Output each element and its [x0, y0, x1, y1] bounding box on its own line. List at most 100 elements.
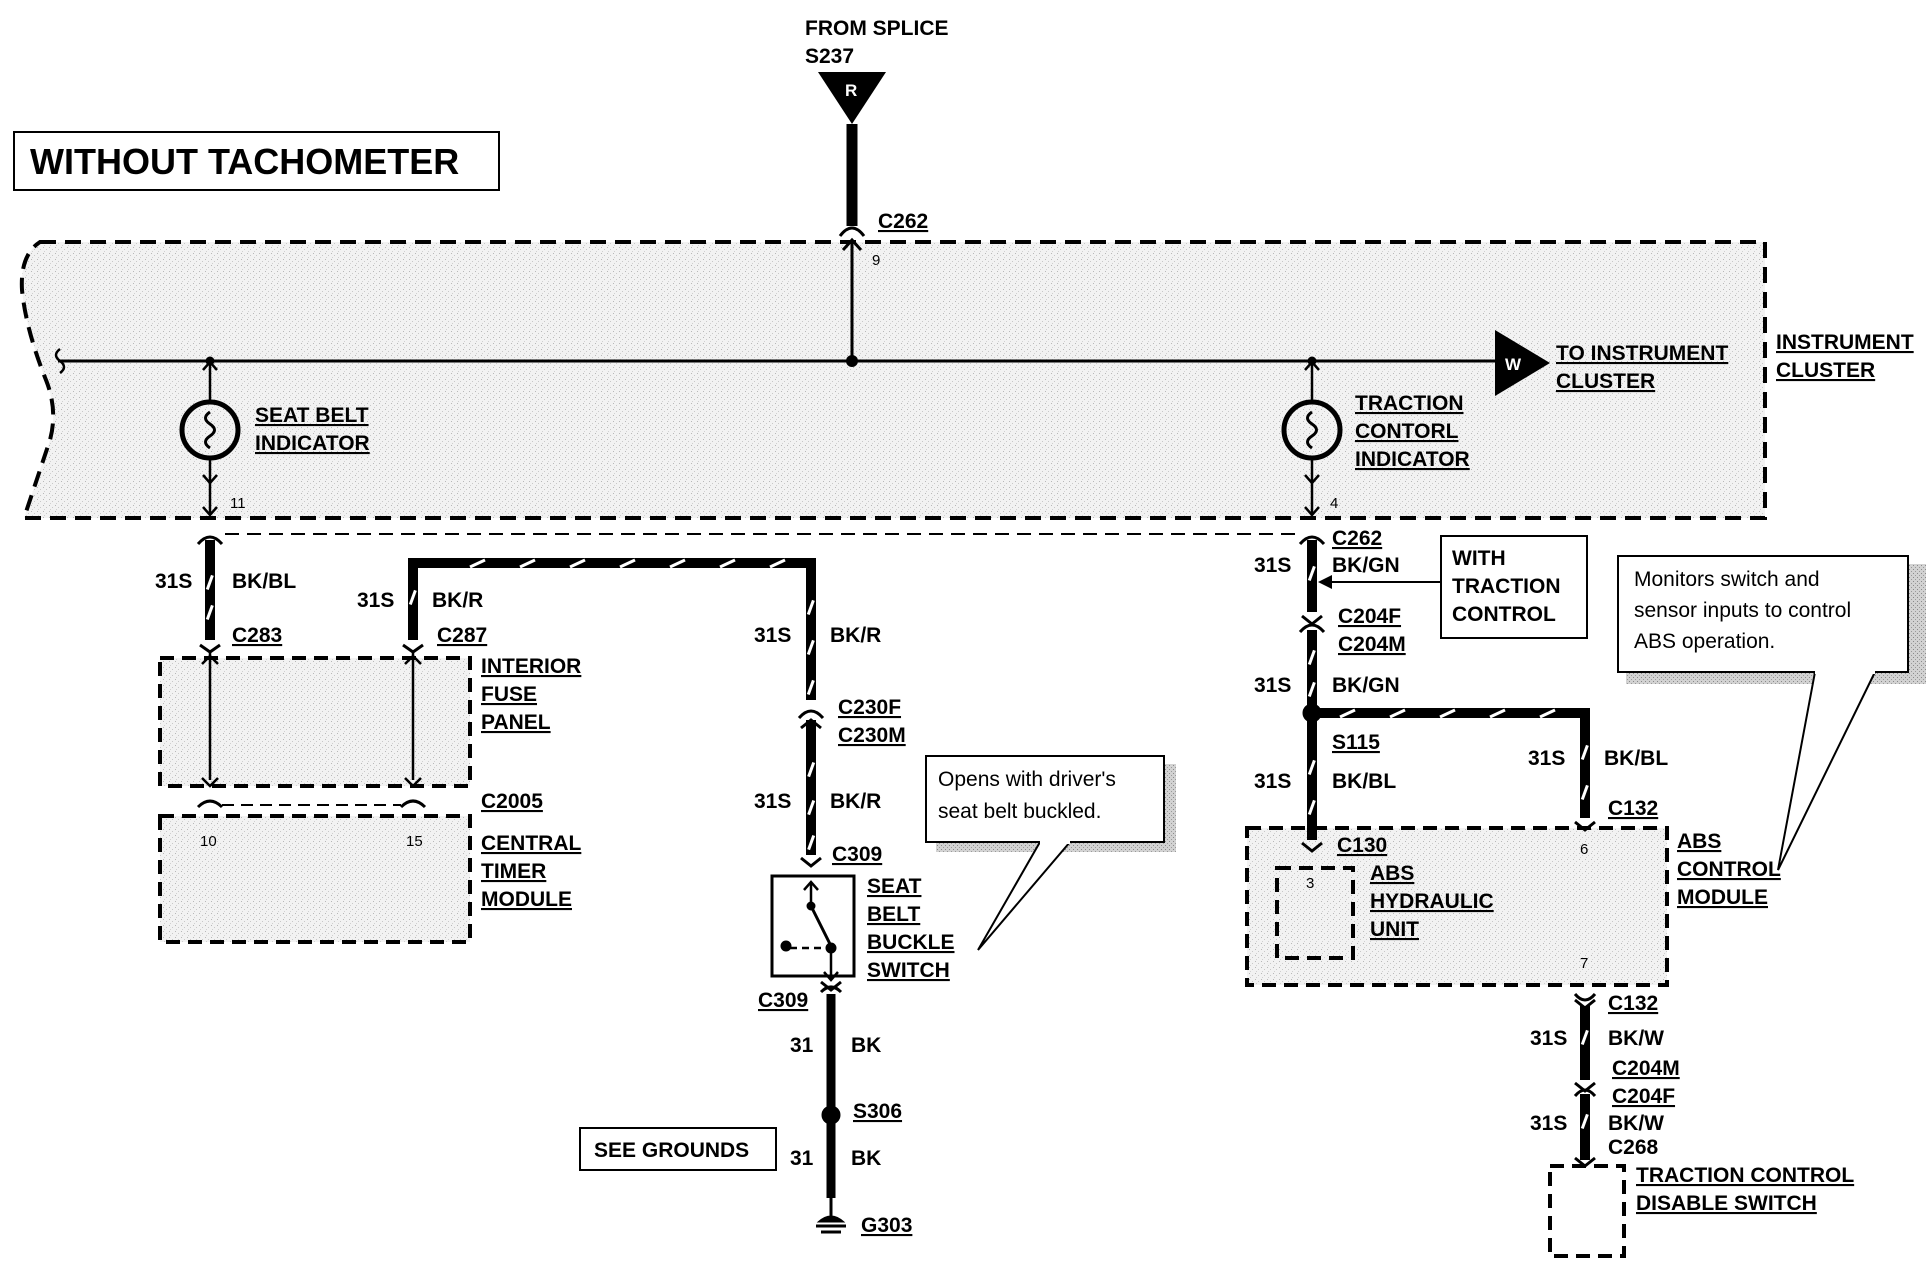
- feed-s237: R: [818, 72, 886, 361]
- c309-bottom-label: C309: [758, 989, 808, 1012]
- w1-color: BK/BL: [232, 570, 296, 593]
- opens-with-line-2: seat belt buckled.: [938, 800, 1101, 823]
- w3-circuit: 31S: [754, 624, 791, 647]
- w7-color: BK/GN: [1332, 554, 1400, 577]
- traction-indicator-label-2: CONTORL: [1355, 420, 1459, 443]
- g303-label: G303: [861, 1214, 912, 1237]
- bk-gn-dashes: [1307, 565, 1589, 816]
- fuse-panel-label-1: INTERIOR: [481, 655, 581, 678]
- bk-r-dashes: [408, 558, 815, 696]
- w7-circuit: 31S: [1254, 554, 1291, 577]
- c262-mid-label: C262: [1332, 527, 1382, 550]
- svg-text:R: R: [845, 81, 857, 100]
- instrument-cluster-label-1: INSTRUMENT: [1776, 331, 1914, 354]
- timer-module-label-3: MODULE: [481, 888, 572, 911]
- title-box: WITHOUT TACHOMETER: [13, 131, 500, 191]
- c130-label: C130: [1337, 834, 1387, 857]
- c204m-b-label: C204M: [1612, 1057, 1680, 1080]
- switch-label-2: BELT: [867, 903, 920, 926]
- w8-color: BK/GN: [1332, 674, 1400, 697]
- s306-label: S306: [853, 1100, 902, 1123]
- fuse-panel-fill: [160, 658, 470, 786]
- abs-module-label-3: MODULE: [1677, 886, 1768, 909]
- monitors-line-2: sensor inputs to control: [1634, 599, 1851, 622]
- to-cluster-triangle: [1495, 330, 1550, 396]
- with-traction-line-1: WITH: [1452, 547, 1506, 570]
- from-splice-triangle: [818, 72, 886, 124]
- wire-c309-ground: [816, 980, 846, 1234]
- wire-abs-to-disable: [1573, 992, 1597, 1168]
- hydraulic-label-2: HYDRAULIC: [1370, 890, 1494, 913]
- w10-circuit: 31S: [1528, 747, 1565, 770]
- switch-label-4: SWITCH: [867, 959, 950, 982]
- c230m-label: C230M: [838, 724, 906, 747]
- abs-module-label-2: CONTROL: [1677, 858, 1781, 881]
- w3-color: BK/R: [830, 624, 881, 647]
- with-traction-line-3: CONTROL: [1452, 603, 1556, 626]
- w4-color: BK/R: [830, 790, 881, 813]
- w8-circuit: 31S: [1254, 674, 1291, 697]
- seat-belt-indicator: [179, 356, 241, 517]
- switch-label-1: SEAT: [867, 875, 922, 898]
- disable-switch-label-2: DISABLE SWITCH: [1636, 1192, 1817, 1215]
- diagram-title: WITHOUT TACHOMETER: [30, 141, 459, 182]
- seat-belt-indicator-label-2: INDICATOR: [255, 432, 370, 455]
- s115-label: S115: [1332, 731, 1380, 754]
- interior-fuse-panel: [158, 656, 472, 788]
- abs-pin-7: 7: [1580, 955, 1588, 972]
- to-cluster-wire-color: W: [1505, 355, 1522, 374]
- c262-left-pin: 11: [230, 495, 246, 512]
- monitors-line-3: ABS operation.: [1634, 630, 1775, 653]
- w9-color: BK/BL: [1332, 770, 1396, 793]
- seat-belt-buckle-switch: [770, 874, 856, 982]
- monitors-callout: [1617, 555, 1926, 871]
- w11-circuit: 31S: [1530, 1027, 1567, 1050]
- c204m-a-label: C204M: [1338, 633, 1406, 656]
- timer-module-fill: [160, 816, 470, 942]
- monitors-line-1: Monitors switch and: [1634, 568, 1820, 591]
- c230-connector: [797, 709, 825, 868]
- c2005-label: C2005: [481, 790, 543, 813]
- traction-disable-switch: [1548, 1164, 1626, 1258]
- timer-module-label-1: CENTRAL: [481, 832, 581, 855]
- traction-indicator-label-3: INDICATOR: [1355, 448, 1470, 471]
- c132-top-label: C132: [1608, 797, 1658, 820]
- switch-label-3: BUCKLE: [867, 931, 955, 954]
- hydraulic-label-3: UNIT: [1370, 918, 1419, 941]
- see-grounds-label[interactable]: SEE GROUNDS: [594, 1139, 749, 1162]
- w2-color: BK/R: [432, 589, 483, 612]
- to-cluster-label-1: TO INSTRUMENT: [1556, 342, 1728, 365]
- central-timer-module: [158, 814, 472, 944]
- s237-label: S237: [805, 45, 854, 68]
- c262-top-pin: 9: [872, 252, 880, 269]
- c287-label: C287: [437, 624, 487, 647]
- abs-control-module: [1245, 826, 1669, 987]
- opens-with-callout: [925, 755, 1176, 951]
- c204f-b-label: C204F: [1612, 1085, 1675, 1108]
- wire-c283: [196, 535, 224, 788]
- with-traction-box: [1440, 535, 1588, 639]
- w10-color: BK/BL: [1604, 747, 1668, 770]
- w12-circuit: 31S: [1530, 1112, 1567, 1135]
- abs-module-label-1: ABS: [1677, 830, 1721, 853]
- fuse-panel-label-2: FUSE: [481, 683, 537, 706]
- w11-color: BK/W: [1608, 1027, 1664, 1050]
- w6-color: BK: [851, 1147, 881, 1170]
- see-grounds-box[interactable]: [579, 1127, 777, 1171]
- traction-indicator-label-1: TRACTION: [1355, 392, 1464, 415]
- w4-circuit: 31S: [754, 790, 791, 813]
- abs-hydraulic-unit: [1275, 866, 1355, 960]
- with-traction-line-2: TRACTION: [1452, 575, 1561, 598]
- opens-with-line-1: Opens with driver's: [938, 768, 1116, 791]
- c268-label: C268: [1608, 1136, 1659, 1159]
- w5-color: BK: [851, 1034, 881, 1057]
- c283-label: C283: [232, 624, 282, 647]
- w1-circuit: 31S: [155, 570, 192, 593]
- cluster-bus: [54, 348, 1500, 374]
- abs-pin-6: 6: [1580, 841, 1588, 858]
- w12-color: BK/W: [1608, 1112, 1664, 1135]
- c130-pin: 3: [1306, 875, 1314, 892]
- hydraulic-label-1: ABS: [1370, 862, 1414, 885]
- c2005-pin-b: 15: [406, 833, 423, 850]
